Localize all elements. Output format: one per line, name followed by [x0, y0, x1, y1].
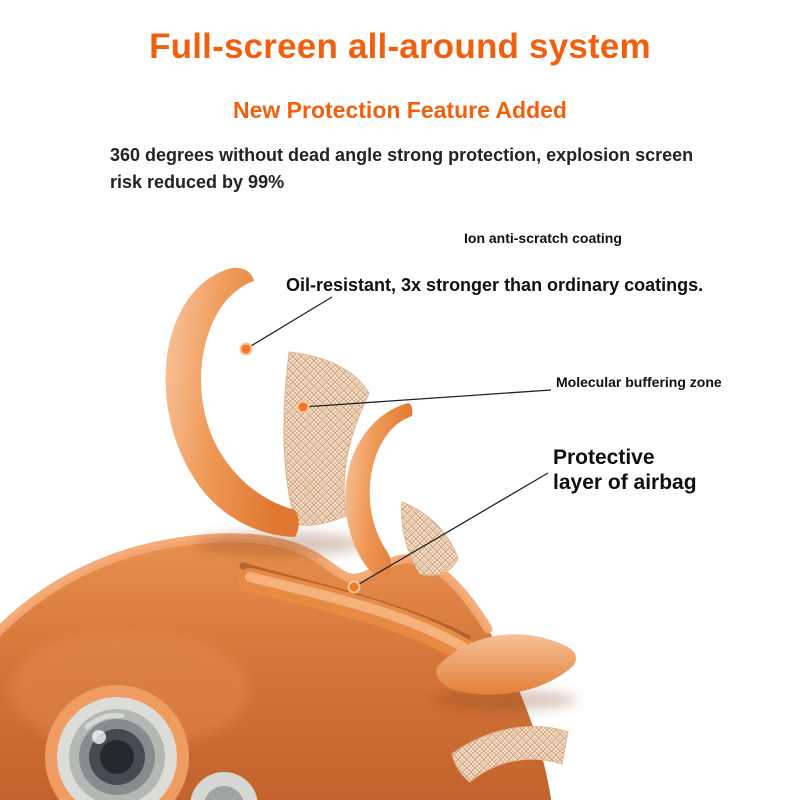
coating-flap	[165, 267, 299, 537]
description-text: 360 degrees without dead angle strong pr…	[110, 145, 694, 192]
callout-ion-coating-label: Ion anti-scratch coating	[464, 230, 622, 246]
mesh-layer-2	[401, 501, 459, 576]
callout-dot-oil	[239, 342, 253, 356]
page-subtitle: New Protection Feature Added	[233, 97, 567, 123]
airbag-layer	[238, 562, 475, 662]
page-title: Full-screen all-around system	[149, 27, 651, 66]
mesh-layer-1	[283, 351, 370, 526]
callout-line-buffer	[296, 389, 552, 414]
callout-dot-buffer	[296, 400, 310, 414]
camera-lens	[45, 685, 189, 800]
flash-lens	[190, 772, 258, 800]
callout-line-oil	[239, 296, 333, 356]
wing-flap	[436, 634, 577, 695]
callout-oil-resistant-label: Oil-resistant, 3x stronger than ordinary…	[286, 275, 704, 295]
callout-molecular-buffer-label: Molecular buffering zone	[556, 374, 722, 390]
wing-shadow	[433, 690, 577, 710]
mesh-layer-3	[451, 726, 569, 783]
callout-airbag-label: Protective layer of airbag	[553, 446, 697, 494]
middle-flap	[345, 403, 413, 578]
callout-line-airbag	[347, 472, 549, 594]
flap-shadow	[195, 532, 365, 556]
callout-dot-airbag	[347, 580, 361, 594]
